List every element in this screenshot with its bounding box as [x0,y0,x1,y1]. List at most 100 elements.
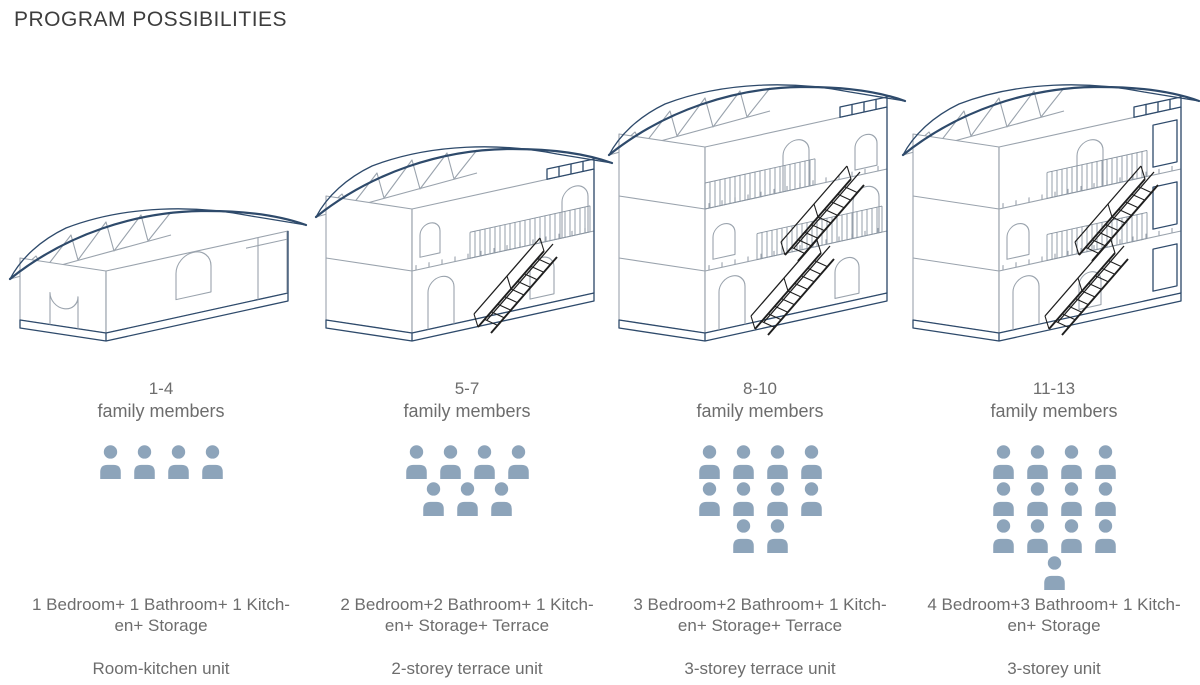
person-icon [1094,482,1116,516]
program-line: 1 Bedroom+ 1 Bathroom+ 1 Kitch- [32,595,290,614]
family-members-label: family members [696,401,824,422]
program-line: en+ Storage [114,615,208,635]
gable-wall [618,133,706,334]
person-icon [99,445,121,479]
person-icon-row [726,518,794,553]
person-icon [490,482,512,516]
upper-arched-door [561,185,589,239]
program-line: 4 Bedroom+3 Bathroom+ 1 Kitch- [927,595,1181,614]
family-members-icons [692,437,828,595]
person-icon [405,445,427,479]
arched-door [427,275,455,330]
person-icon [473,445,495,479]
person-icon [766,445,788,479]
person-icon [507,445,529,479]
person-icon [167,445,189,479]
upper-arched-window [419,222,441,258]
floor2-terrace-railing [704,158,816,210]
family-members-label: family members [97,401,225,422]
person-icon [456,482,478,516]
unit-column-4: 11-13 family members 4 Bedroom+3 Bathroo… [901,0,1200,685]
tall-window-frames [1152,119,1178,292]
unit-column-3: 8-10 family members 3 Bedroom+2 Bathroom… [607,0,908,685]
person-icon [992,519,1014,553]
floor-joists [415,227,586,271]
person-icon [766,482,788,516]
person-icon [732,482,754,516]
page-title: PROGRAM POSSIBILITIES [14,8,288,31]
unit-column-1: 1-4 family members 1 Bedroom+ 1 Bathroom… [0,0,322,685]
person-icon-row [1037,555,1071,590]
family-size-block: 8-10 family members [696,347,823,437]
base-plinth [912,292,1182,342]
program-description: 1 Bedroom+ 1 Bathroom+ 1 Kitch- en+ Stor… [32,595,290,647]
person-icon-row [399,444,535,479]
person-icon [732,445,754,479]
program-line: 2 Bedroom+2 Bathroom+ 1 Kitch- [340,595,594,614]
person-icon-row [986,444,1122,479]
program-line: 3 Bedroom+2 Bathroom+ 1 Kitch- [633,595,887,614]
program-description: 4 Bedroom+3 Bathroom+ 1 Kitch- en+ Stora… [927,595,1180,647]
floor2-arched-door [782,139,810,192]
person-icon [1060,482,1082,516]
family-members-icons [986,437,1122,595]
family-size-range: 5-7 [454,379,480,398]
family-size-block: 1-4 family members [97,347,224,437]
roof-surface [10,208,306,279]
unit-name: 3-storey terrace unit [684,659,836,678]
program-line: en+ Storage+ Terrace [677,615,843,635]
arched-window [834,256,860,299]
unit-name: 2-storey terrace unit [391,659,543,678]
floor2-arched-door [1076,139,1104,192]
person-icon [800,445,822,479]
person-icon-row [692,444,828,479]
person-icon-row [93,444,229,479]
person-icon [133,445,155,479]
person-icon [1094,445,1116,479]
base-plinth [618,292,888,342]
floor1-arched-window [1006,223,1030,260]
house-illustration-3storey-terrace-unit [605,0,915,347]
arched-door [1012,275,1040,331]
unit-name: Room-kitchen unit [92,659,230,678]
house-drawing-2storey [314,146,614,342]
person-icon [1026,482,1048,516]
arched-window [175,251,212,301]
arched-door [49,291,79,329]
floor1-terrace-railing [1046,212,1148,261]
person-icon [1043,556,1065,590]
terrace-railing [469,205,591,259]
facade-openings [704,133,883,331]
house-drawing-3storey [607,84,907,342]
roof-near-arc [314,147,614,219]
roof-surface [609,84,905,155]
person-icon [1026,445,1048,479]
program-line: en+ Storage [1007,615,1101,635]
program-line: en+ Storage+ Terrace [384,615,550,635]
floor1-arched-window [712,223,736,260]
house-illustration-2storey-terrace-unit [312,0,622,347]
person-icon [1060,445,1082,479]
arched-door [718,275,746,331]
person-icon [698,445,720,479]
roof-surface [316,146,612,217]
roof-surface [903,84,1199,155]
family-members-icons [399,437,535,595]
person-icon-row [986,518,1122,553]
floor2-arched-window [854,133,878,171]
person-icon [732,519,754,553]
program-description: 3 Bedroom+2 Bathroom+ 1 Kitch- en+ Stora… [633,595,886,647]
floor1-arched-door [852,185,880,239]
base-plinth [19,292,289,342]
person-icon-row [986,481,1122,516]
facade-openings [415,185,591,330]
person-icon [1060,519,1082,553]
family-size-block: 11-13 family members [990,347,1117,437]
house-illustration-room-kitchen-unit [6,0,316,347]
family-size-range: 11-13 [1032,379,1076,398]
family-members-label: family members [990,401,1118,422]
roof-near-arc [607,85,907,157]
unit-name: 3-storey unit [1007,659,1101,678]
